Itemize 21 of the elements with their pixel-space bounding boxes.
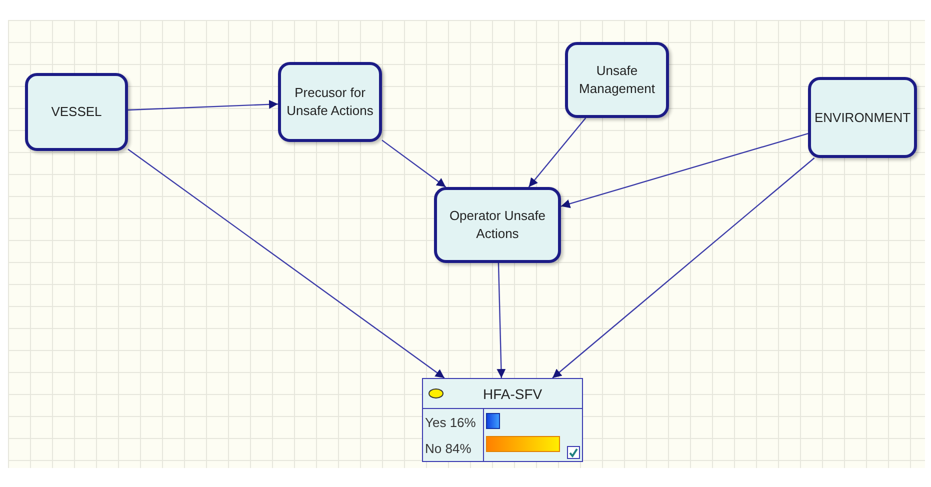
arrow bbox=[128, 148, 445, 378]
node-label: Operator Unsafe Actions bbox=[448, 207, 547, 243]
monitor-box bbox=[422, 378, 583, 462]
arrow bbox=[552, 158, 815, 378]
node-label: ENVIRONMENT bbox=[814, 108, 911, 126]
node-box bbox=[565, 42, 669, 118]
node-box bbox=[434, 187, 561, 263]
arrow bbox=[382, 140, 446, 188]
arrow bbox=[560, 132, 808, 208]
arrow bbox=[528, 118, 586, 188]
node-box bbox=[278, 62, 382, 142]
node-title: HFA-SFV bbox=[483, 386, 542, 402]
node-box bbox=[25, 73, 128, 151]
arrow bbox=[128, 100, 278, 111]
arrow bbox=[496, 262, 506, 378]
node-label: Precusor for Unsafe Actions bbox=[286, 84, 374, 120]
state-label: No 84% bbox=[425, 440, 472, 456]
state-label: Yes 16% bbox=[425, 414, 477, 430]
node-label: VESSEL bbox=[51, 103, 102, 121]
node-box bbox=[808, 77, 917, 158]
node-label: Unsafe Management bbox=[578, 62, 656, 98]
